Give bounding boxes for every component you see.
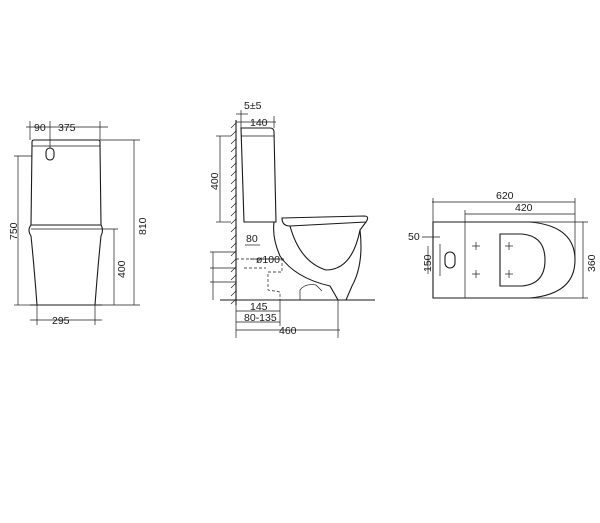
dim-label-360: 360 (586, 254, 598, 272)
dim-label-80: 80 (246, 233, 258, 245)
flush-button (45, 147, 55, 161)
dim-label-50: 50 (408, 231, 420, 243)
dim-label-o100: ø100 (256, 254, 280, 266)
dim-label-375: 375 (58, 122, 76, 134)
dim-label-400-front: 400 (116, 260, 128, 278)
side-bowl-outline (273, 221, 367, 301)
dim-label-5pm5: 5±5 (244, 100, 262, 112)
side-trapway (299, 284, 323, 300)
top-flush-button (444, 251, 456, 269)
dim-label-810: 810 (137, 217, 149, 235)
dim-label-400-side: 400 (209, 172, 221, 190)
front-tank-outline (30, 139, 102, 226)
top-view: 620 420 50 150 360 (408, 190, 598, 299)
dim-label-460: 460 (279, 325, 297, 337)
dim-label-80-135: 80-135 (244, 312, 277, 324)
dim-label-145: 145 (250, 301, 268, 313)
fixing-holes (472, 242, 513, 278)
side-tank-outline (240, 127, 277, 223)
side-view: 5±5 140 400 80 ø100 145 80-135 460 (209, 100, 375, 338)
dim-label-750: 750 (8, 222, 20, 240)
side-seat (281, 215, 369, 227)
dim-label-420: 420 (515, 202, 533, 214)
dim-label-295: 295 (52, 315, 70, 327)
dim-label-150: 150 (422, 254, 434, 272)
dim-label-90: 90 (34, 122, 46, 134)
dim-label-140: 140 (250, 117, 268, 129)
front-view: 90 375 750 810 400 295 (8, 121, 149, 327)
front-bowl-outline (28, 224, 104, 306)
dim-label-620: 620 (496, 190, 514, 202)
seat-opening (499, 233, 546, 287)
wall-hatch (230, 122, 237, 305)
top-outline (432, 221, 576, 299)
